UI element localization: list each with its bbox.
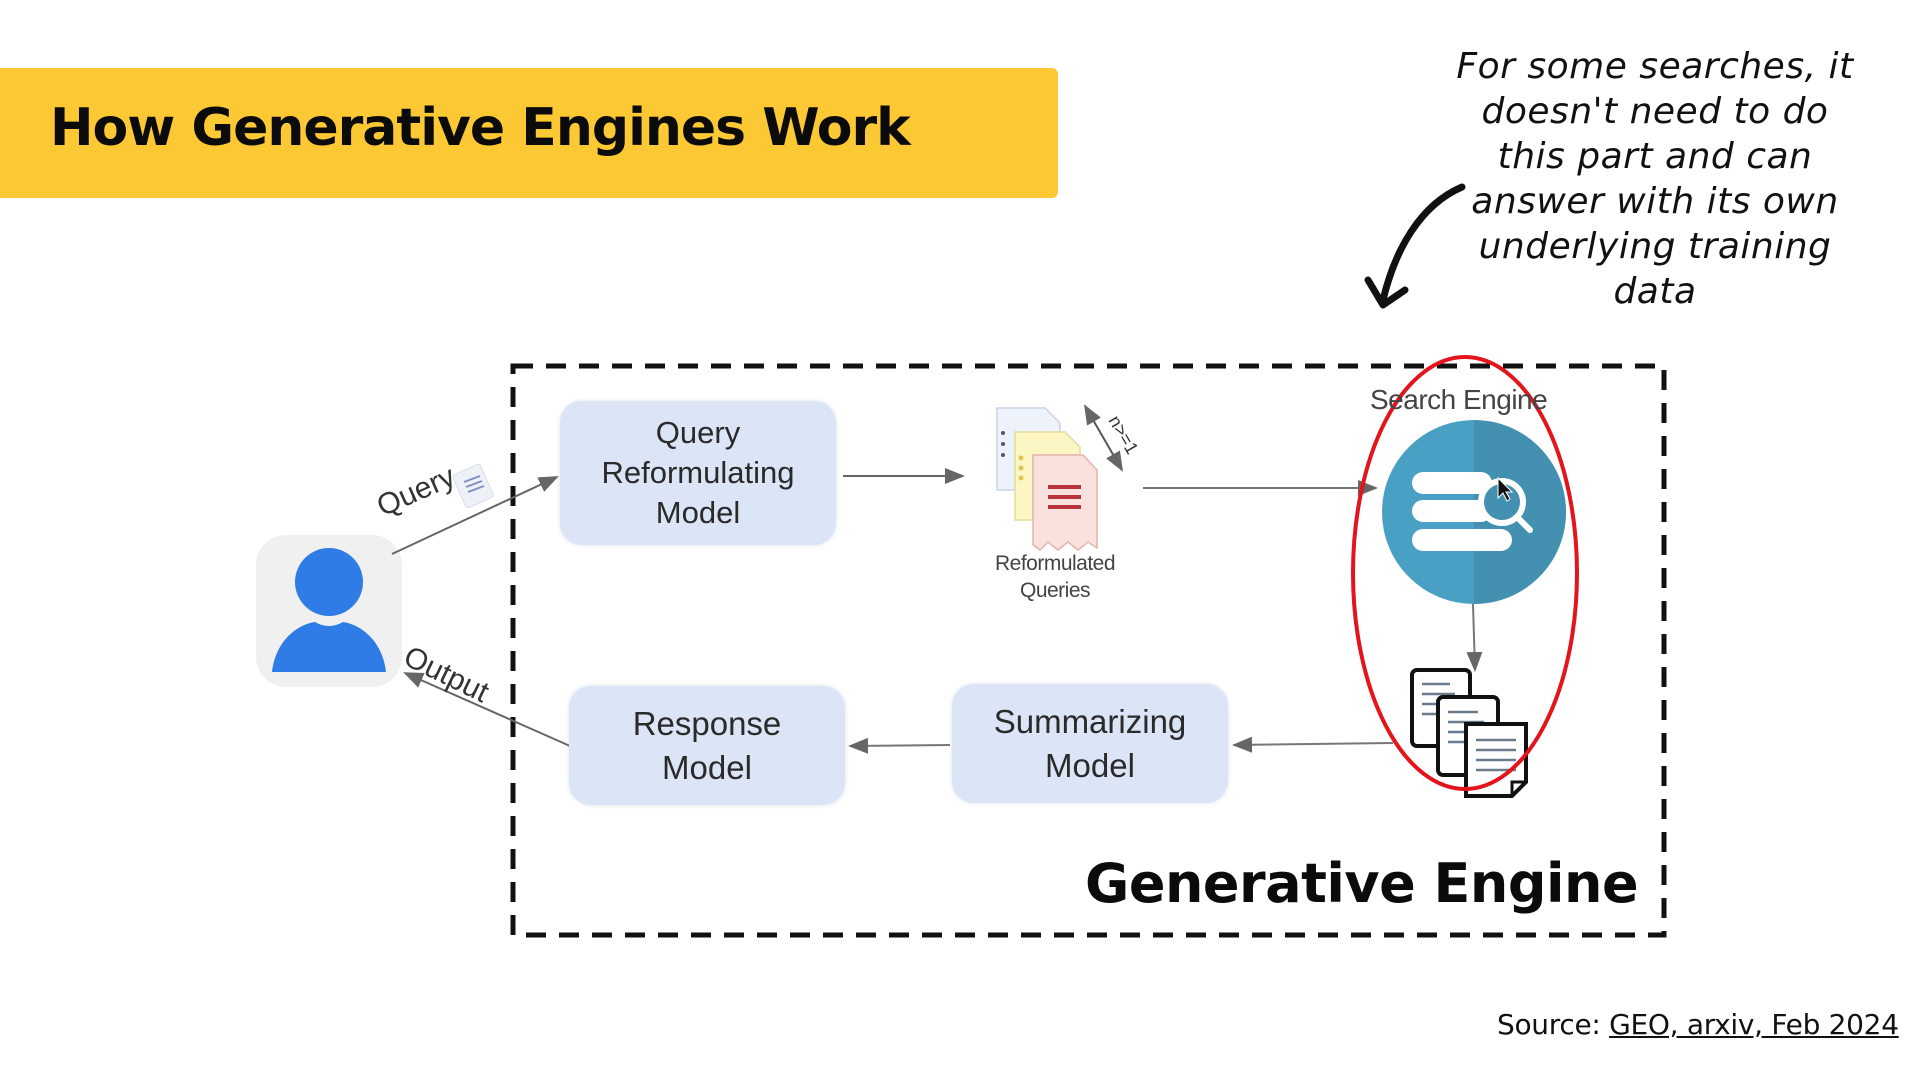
annotation-line: For some searches, it bbox=[1456, 46, 1854, 87]
search-engine-label: Search Engine bbox=[1370, 384, 1548, 415]
box-text: Summarizing bbox=[993, 702, 1187, 740]
annotation-line: data bbox=[1613, 271, 1697, 312]
output-arrow bbox=[403, 672, 571, 747]
annotation-line: underlying training bbox=[1478, 226, 1832, 267]
highlight-ellipse bbox=[1351, 355, 1579, 791]
box-text: Model bbox=[1045, 746, 1135, 784]
reformulated-queries-icon bbox=[996, 407, 1098, 551]
box-text: Reformulating bbox=[601, 455, 795, 490]
annotation-line: answer with its own bbox=[1471, 181, 1839, 222]
slide-title: How Generative Engines Work bbox=[50, 98, 911, 158]
query-reformulating-model-box: Query Reformulating Model bbox=[560, 401, 836, 545]
generative-engine-container bbox=[510, 363, 1667, 938]
mouse-cursor-icon bbox=[1497, 476, 1514, 502]
source-link[interactable]: GEO, arxiv, Feb 2024 bbox=[1609, 1008, 1899, 1041]
annotation-line: doesn't need to do bbox=[1481, 91, 1829, 132]
count-double-arrow bbox=[1083, 404, 1124, 472]
summarizing-model-box: Summarizing Model bbox=[952, 684, 1228, 803]
box-text: Model bbox=[655, 495, 741, 530]
search-engine-icon bbox=[1382, 420, 1566, 604]
annotation-note: For some searches, it doesn't need to do… bbox=[1440, 44, 1870, 314]
annotation-arrow-icon bbox=[1379, 183, 1466, 304]
annotation-line: this part and can bbox=[1497, 136, 1813, 177]
title-banner: How Generative Engines Work bbox=[0, 68, 1058, 198]
box-text: Response bbox=[632, 704, 782, 742]
box-text: Query bbox=[655, 415, 741, 450]
generative-engine-label: Generative Engine bbox=[1085, 852, 1639, 915]
source-citation: Source: GEO, arxiv, Feb 2024 bbox=[1497, 1008, 1899, 1041]
box-text: Model bbox=[662, 748, 752, 786]
caption-line: Queries bbox=[1019, 579, 1091, 602]
caption-line: Reformulated bbox=[994, 552, 1116, 575]
retrieved-documents-icon bbox=[1410, 668, 1528, 798]
user-icon bbox=[256, 535, 402, 687]
reformulated-queries-caption: Reformulated Queries bbox=[975, 550, 1135, 604]
source-prefix: Source: bbox=[1497, 1008, 1610, 1041]
query-arrow bbox=[391, 476, 559, 555]
arrow-documents-to-summarizing bbox=[1232, 736, 1394, 753]
response-model-box: Response Model bbox=[569, 686, 845, 805]
arrow-summarizing-to-response bbox=[848, 737, 951, 754]
annotation-arrowhead-icon bbox=[1364, 276, 1409, 309]
arrow-search-to-documents bbox=[1466, 603, 1483, 672]
query-document-icon bbox=[452, 463, 494, 509]
